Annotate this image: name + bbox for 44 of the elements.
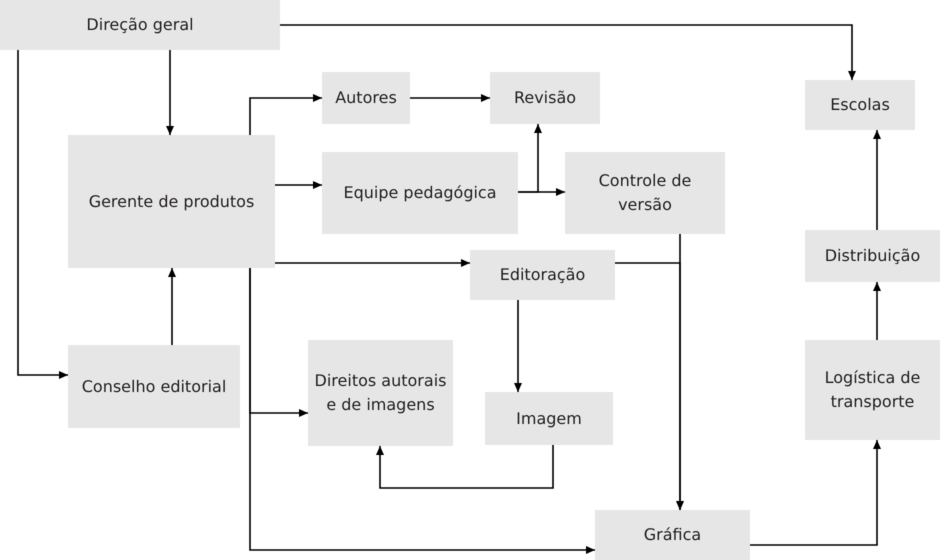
- box-label: Distribuição: [824, 245, 920, 267]
- arrow: [410, 94, 490, 102]
- box-label: Conselho editorial: [82, 376, 226, 398]
- arrow: [518, 188, 565, 196]
- arrow: [280, 24, 856, 80]
- box-label: Equipe pedagógica: [343, 182, 497, 204]
- process-box: [322, 152, 518, 234]
- box-label: Gráfica: [644, 524, 702, 546]
- arrow: [873, 130, 881, 230]
- arrow: [514, 300, 522, 392]
- process-box: [322, 72, 410, 124]
- arrow: [17, 50, 68, 379]
- process-box: [595, 510, 750, 560]
- box-label: Logística de transporte: [824, 367, 922, 413]
- box-label: Revisão: [514, 87, 576, 109]
- process-box: [805, 80, 915, 130]
- process-box: [68, 345, 240, 428]
- box-label: Controle de versão: [598, 170, 692, 216]
- box-label: Gerente de produtos: [88, 190, 254, 212]
- arrow: [615, 262, 684, 510]
- arrow: [873, 282, 881, 340]
- arrow: [249, 94, 322, 135]
- process-box: [0, 0, 280, 50]
- box-label: Imagem: [516, 408, 582, 430]
- box-label: Direção geral: [86, 14, 194, 36]
- box-label: Escolas: [830, 94, 890, 116]
- arrow: [750, 440, 881, 546]
- arrow: [166, 50, 174, 135]
- box-label: Direitos autorais e de imagens: [314, 370, 447, 416]
- arrow: [376, 445, 554, 489]
- arrow: [249, 268, 595, 554]
- process-box: [68, 135, 275, 268]
- box-label: Editoração: [500, 264, 586, 286]
- process-box: [805, 230, 940, 282]
- box-label: Autores: [335, 87, 397, 109]
- process-box: [565, 152, 725, 234]
- process-box: [490, 72, 600, 124]
- process-box: [805, 340, 940, 440]
- process-box: [485, 392, 613, 445]
- process-box: [470, 250, 615, 300]
- process-box: [308, 340, 453, 446]
- arrow: [275, 259, 470, 267]
- arrow: [168, 268, 176, 345]
- arrow: [275, 181, 322, 189]
